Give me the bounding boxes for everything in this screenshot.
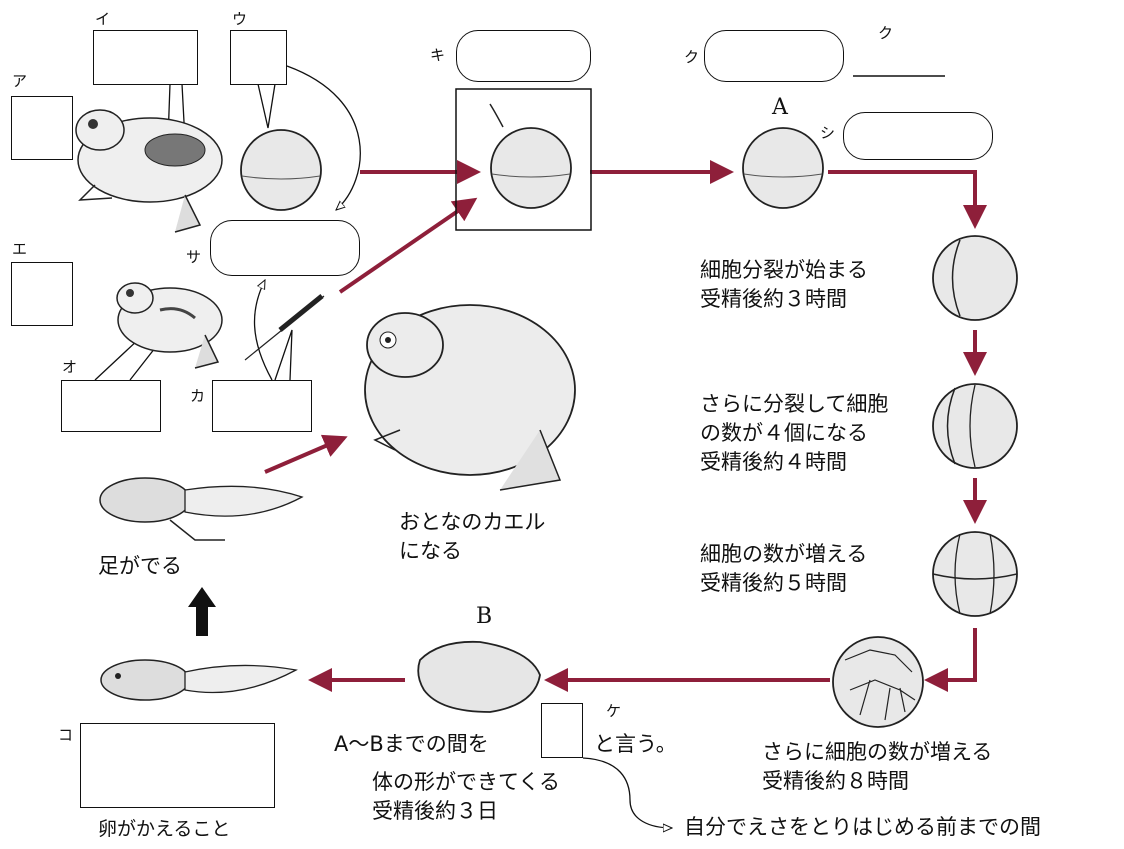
male-frog-drawing bbox=[116, 282, 223, 369]
label-shi: シ bbox=[820, 124, 836, 142]
legged-tadpole-drawing bbox=[99, 477, 304, 541]
adult-frog-drawing bbox=[364, 304, 576, 491]
label-ku-2: ク bbox=[878, 24, 894, 42]
label-ka: カ bbox=[190, 387, 206, 405]
text-adult-frog: おとなのカエル になる bbox=[399, 510, 546, 563]
text-legs-appear: 足がでる bbox=[98, 554, 182, 578]
callout-line-u bbox=[257, 83, 276, 129]
two-cell-drawing bbox=[932, 235, 1018, 321]
curve-ke-to-definition bbox=[582, 757, 672, 828]
text-body-shape: 体の形ができてくる 受精後約３日 bbox=[372, 770, 560, 823]
text-four-cells: さらに分裂して細胞 の数が４個になる 受精後約４時間 bbox=[700, 392, 889, 474]
text-ab-suffix: と言う。 bbox=[594, 732, 677, 756]
label-stage-b: B bbox=[476, 604, 493, 629]
label-ke: ケ bbox=[606, 702, 622, 720]
answer-pill-shi[interactable] bbox=[843, 112, 993, 160]
egg-a-drawing bbox=[742, 127, 824, 209]
answer-box-ka[interactable] bbox=[212, 380, 312, 432]
tadpole-drawing bbox=[100, 659, 298, 701]
curve-sperm-to-sa bbox=[253, 280, 273, 381]
answer-pill-ku[interactable] bbox=[704, 30, 844, 82]
label-o: オ bbox=[62, 358, 78, 376]
callout-line-ka bbox=[274, 329, 293, 381]
answer-box-ko[interactable] bbox=[80, 723, 275, 808]
eight-cell-drawing bbox=[932, 531, 1018, 617]
female-frog-drawing bbox=[75, 109, 223, 233]
label-e: エ bbox=[12, 240, 28, 258]
arrow-a-to-2cell bbox=[828, 170, 987, 229]
text-cleavage-start: 細胞分裂が始まる 受精後約３時間 bbox=[700, 258, 868, 311]
text-cells-increase: 細胞の数が増える 受精後約５時間 bbox=[700, 542, 868, 595]
answer-box-ke[interactable] bbox=[541, 703, 583, 758]
label-stage-a: A bbox=[772, 95, 788, 120]
answer-box-e[interactable] bbox=[11, 262, 73, 326]
label-ki: キ bbox=[430, 46, 446, 64]
four-cell-drawing bbox=[932, 383, 1018, 469]
sperm-drawing bbox=[244, 294, 325, 361]
label-ko: コ bbox=[58, 726, 74, 744]
label-sa: サ bbox=[186, 248, 202, 266]
morula-drawing bbox=[832, 636, 924, 728]
fertilized-egg-drawing bbox=[489, 103, 572, 209]
arrow-8cell-to-morula bbox=[924, 628, 977, 692]
answer-pill-ki[interactable] bbox=[456, 30, 591, 82]
answer-box-o[interactable] bbox=[61, 380, 161, 432]
text-ab-prefix: A〜Bまでの間を bbox=[334, 732, 489, 756]
label-ku-1: ク bbox=[684, 48, 700, 66]
curve-egg-to-sa bbox=[286, 65, 361, 210]
label-u: ウ bbox=[232, 10, 248, 28]
embryo-b-drawing bbox=[417, 640, 541, 713]
answer-box-i[interactable] bbox=[93, 30, 198, 85]
answer-pill-sa[interactable] bbox=[210, 220, 360, 276]
answer-box-a[interactable] bbox=[11, 96, 73, 160]
label-a: ア bbox=[12, 72, 28, 90]
text-before-feeding: 自分でえさをとりはじめる前までの間 bbox=[684, 815, 1041, 839]
arrow-tadpole-to-legged bbox=[188, 587, 216, 636]
fertilized-egg-frame bbox=[455, 88, 592, 231]
label-i: イ bbox=[95, 10, 111, 28]
unfertilized-egg-drawing bbox=[240, 129, 322, 211]
text-hatching: 卵がかえること bbox=[98, 818, 231, 840]
answer-box-u[interactable] bbox=[230, 30, 287, 85]
arrow-legged-to-adult bbox=[264, 434, 348, 474]
text-more-cells: さらに細胞の数が増える 受精後約８時間 bbox=[762, 740, 993, 793]
arrow-sperm-to-fertilized bbox=[338, 197, 478, 294]
